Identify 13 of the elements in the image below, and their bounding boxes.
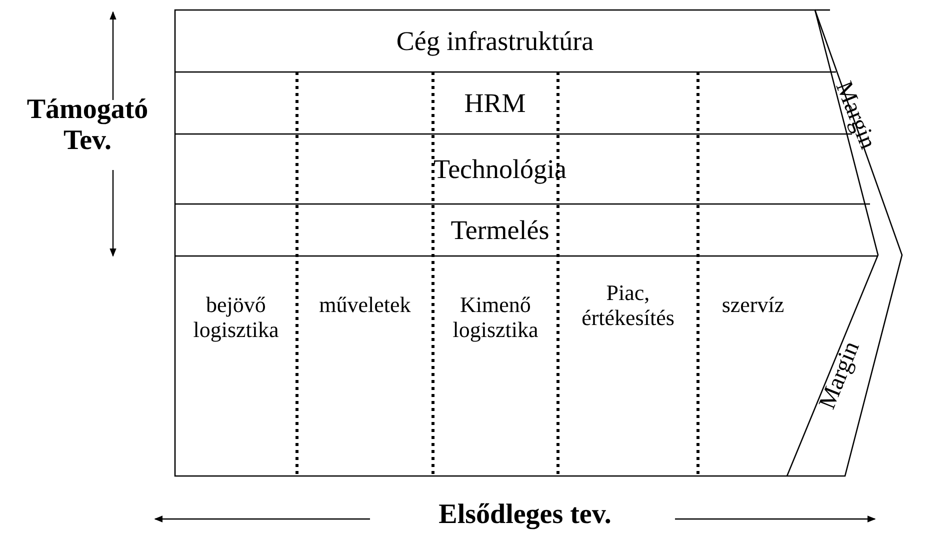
activity-label: Technológia — [433, 154, 567, 184]
activity-label: Termelés — [450, 214, 550, 246]
activity-label: bejövő logisztika — [192, 292, 280, 343]
margin-label: Margin — [829, 77, 881, 153]
activity-label: Kimenő logisztika — [452, 292, 540, 343]
activity-label: HRM — [464, 88, 526, 118]
activity-label: szervíz — [722, 292, 784, 318]
activity-label: Cég infrastruktúra — [396, 26, 594, 56]
axis-title: Elsődleges tev. — [438, 500, 612, 531]
axis-title: Támogató Tev. — [26, 95, 150, 157]
activity-label: műveletek — [319, 292, 411, 318]
margin-label: Margin — [814, 337, 866, 413]
activity-label: Piac, értékesítés — [580, 280, 676, 331]
